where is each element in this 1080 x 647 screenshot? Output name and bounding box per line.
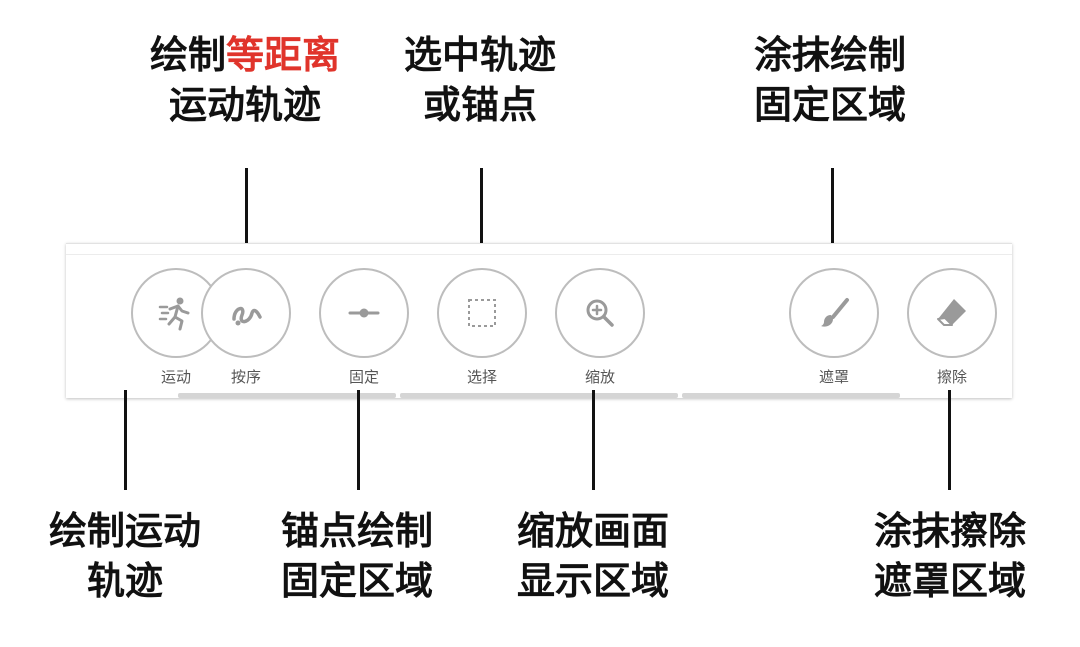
toolbar-top-strip <box>66 244 1012 255</box>
tool-label: 缩放 <box>584 368 615 386</box>
callout-zoom-display-area: 缩放画面 显示区域 <box>498 506 688 606</box>
callout-text: 涂抹擦除 <box>873 509 1026 553</box>
tool-label: 擦除 <box>936 368 967 386</box>
toolbar-group-bar <box>178 393 396 398</box>
callout-anchor-fixed-area: 锚点绘制 固定区域 <box>262 506 452 606</box>
callout-text: 运动轨迹 <box>168 83 321 127</box>
leader-line-mask <box>831 168 834 272</box>
toolbar-group-bar <box>682 393 900 398</box>
callout-erase-mask-area: 涂抹擦除 遮罩区域 <box>855 506 1045 606</box>
tool-toolbar: 运动 按序 固定 选择 <box>66 243 1012 398</box>
tool-label: 运动 <box>160 368 191 386</box>
callout-draw-equidistant-path: 绘制等距离 运动轨迹 <box>120 30 370 130</box>
callout-brush-fixed-area: 涂抹绘制 固定区域 <box>730 30 930 130</box>
tool-fixed[interactable]: 固定 <box>314 268 414 388</box>
callout-text: 固定区域 <box>280 559 433 603</box>
callout-draw-motion-path: 绘制运动 轨迹 <box>30 506 220 606</box>
tool-order[interactable]: 按序 <box>196 268 296 388</box>
callout-highlight-text: 等距离 <box>226 33 341 77</box>
callout-text: 遮罩区域 <box>873 559 1026 603</box>
tool-label: 遮罩 <box>818 368 849 386</box>
callout-text: 涂抹绘制 <box>753 33 906 77</box>
toolbar-group-bar <box>400 393 678 398</box>
callout-text: 或锚点 <box>422 83 537 127</box>
callout-text: 绘制运动 <box>48 509 201 553</box>
tool-select[interactable]: 选择 <box>432 268 532 388</box>
tool-label: 按序 <box>230 368 261 386</box>
tool-zoom[interactable]: 缩放 <box>550 268 650 388</box>
eraser-icon <box>907 268 997 358</box>
tool-label: 选择 <box>466 368 497 386</box>
dashed-selection-icon <box>437 268 527 358</box>
leader-line-order <box>245 168 248 272</box>
callout-text: 固定区域 <box>753 83 906 127</box>
leader-line-motion <box>124 390 127 490</box>
callout-text: 锚点绘制 <box>280 509 433 553</box>
callout-text: 缩放画面 <box>516 509 669 553</box>
tool-mask[interactable]: 遮罩 <box>784 268 884 388</box>
tool-label: 固定 <box>348 368 379 386</box>
leader-line-zoom <box>592 390 595 490</box>
leader-line-fixed <box>357 390 360 490</box>
brush-icon <box>789 268 879 358</box>
callout-text: 选中轨迹 <box>403 33 556 77</box>
squiggle-path-icon <box>201 268 291 358</box>
callout-text: 轨迹 <box>86 559 163 603</box>
anchor-line-icon <box>319 268 409 358</box>
callout-text: 绘制 <box>149 33 226 77</box>
zoom-in-icon <box>555 268 645 358</box>
callout-text: 显示区域 <box>516 559 669 603</box>
tool-motion[interactable]: 运动 <box>126 268 226 388</box>
tool-erase[interactable]: 擦除 <box>902 268 1002 388</box>
leader-line-erase <box>948 390 951 490</box>
callout-select-path-or-anchor: 选中轨迹 或锚点 <box>380 30 580 130</box>
leader-line-select <box>480 168 483 272</box>
